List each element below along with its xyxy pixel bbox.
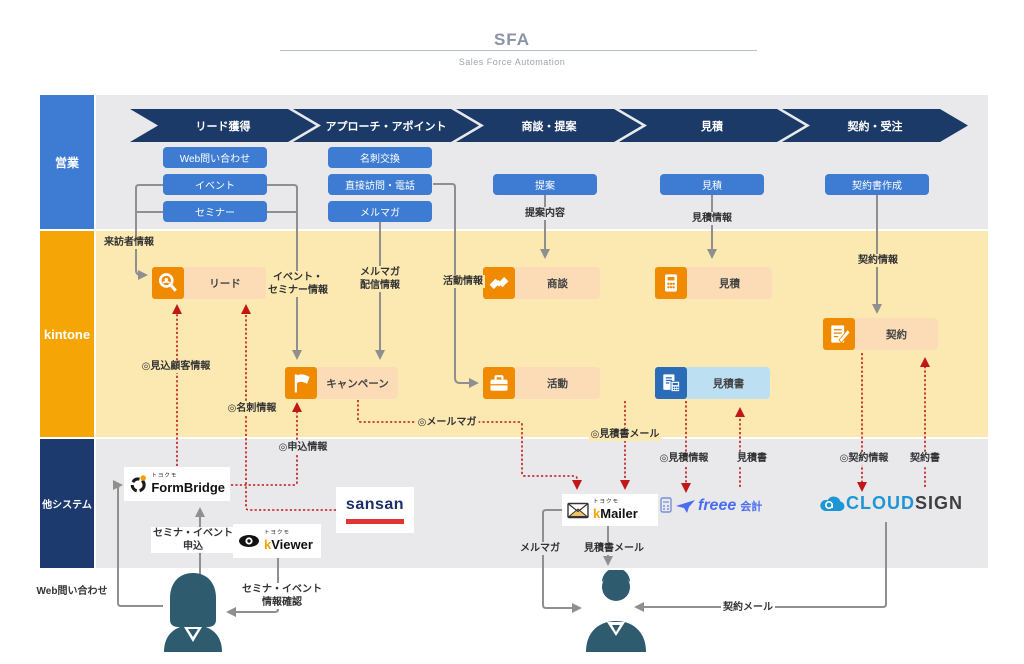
sales-box-estimate: 見積 [660,174,764,195]
sansan-logo: sansan [336,487,414,533]
flow-label-visitor-info: 来訪者情報 [102,236,156,249]
flow-label-estimate-doc-btm: 見積書 [735,452,769,465]
deal-handshake-icon [483,267,515,299]
app-activity: 活動 [483,367,600,399]
kviewer-brand-text: トヨクモ [264,530,291,537]
customer-man-figure [586,570,646,652]
phase-chevron-approach: アプローチ・アポイント [293,109,479,142]
flow-label-seminar-apply: セミナ・イベント申込 [151,527,235,553]
flow-label-web-inquiry: Web問い合わせ [34,585,110,598]
formbridge-logo: トヨクモ FormBridge [124,467,230,501]
freee-suffix-text: 会計 [740,501,763,513]
sales-box-web-inquiry: Web問い合わせ [163,147,267,168]
flow-label-card-info: ◎名刺情報 [225,402,279,415]
app-estimate-label: 見積 [687,267,772,299]
freee-logo: freee 会計 [660,497,762,515]
kmailer-logo: トヨクモ kMailer [562,494,658,526]
freee-calculator-icon [660,497,672,513]
app-campaign-label: キャンペーン [317,367,398,399]
flow-label-prospect-info: ◎見込顧客情報 [139,360,213,373]
formbridge-mark-icon [130,475,146,493]
lane-label-other: 他システム [40,439,94,568]
freee-name-text: freee [698,497,737,514]
kviewer-logo: トヨクモ kViewer [233,524,321,558]
flow-label-estimate-doc-mail: ◎見積書メール [588,428,662,441]
app-deal-label: 商談 [515,267,600,299]
campaign-flag-icon [285,367,317,399]
app-estimate-doc: 見積書 [655,367,770,399]
kviewer-name-text: kViewer [264,536,313,552]
estimate-doc-icon [655,367,687,399]
sansan-name-text: sansan [345,496,405,513]
title-underline [280,50,757,51]
flow-label-mailmag-delivery-info: メルマガ配信情報 [358,266,402,292]
lead-magnifier-icon [152,267,184,299]
phase-chevron-negotiation: 商談・提案 [456,109,642,142]
contract-document-pen-icon [823,318,855,350]
flow-label-apply-info: ◎申込情報 [276,441,330,454]
flow-label-seminar-check: セミナ・イベント情報確認 [240,583,324,609]
freee-plane-icon [676,500,695,513]
app-contract-label: 契約 [855,318,938,350]
app-estimate-doc-label: 見積書 [687,367,770,399]
flow-label-contract-info-top: 契約情報 [856,254,900,267]
formbridge-name-text: FormBridge [151,479,225,495]
kviewer-eye-icon [239,535,259,547]
sales-box-direct-visit: 直接訪問・電話 [328,174,432,195]
app-deal: 商談 [483,267,600,299]
sansan-red-bar [346,519,404,524]
app-contract: 契約 [823,318,938,350]
sales-box-mail-magazine: メルマガ [328,201,432,222]
sales-box-proposal: 提案 [493,174,597,195]
sales-box-contract-doc: 契約書作成 [825,174,929,195]
sales-box-seminar: セミナー [163,201,267,222]
flow-label-estimate-mail: 見積書メール [582,542,646,555]
sales-box-card-exchange: 名刺交換 [328,147,432,168]
kmailer-brand-text: トヨクモ [593,499,620,506]
activity-briefcase-icon [483,367,515,399]
flow-label-proposal-content: 提案内容 [523,207,567,220]
flow-label-estimate-info-btm: ◎見積情報 [657,452,711,465]
phase-chevron-lead: リード獲得 [130,109,316,142]
red-dotted-connectors [172,304,930,511]
flow-label-event-seminar-info: イベント・セミナー情報 [266,271,330,297]
flow-label-estimate-info-top: 見積情報 [690,212,734,225]
flow-label-merumaga: メルマガ [518,542,562,555]
sales-box-event: イベント [163,174,267,195]
app-campaign: キャンペーン [285,367,398,399]
app-estimate: 見積 [655,267,772,299]
phase-chevron-contract: 契約・受注 [782,109,968,142]
flow-label-contract-mail: 契約メール [721,601,775,614]
page-title: SFA [493,30,531,49]
lane-label-sales: 営業 [40,95,94,229]
formbridge-brand-text: トヨクモ [151,473,178,480]
lane-label-kintone: kintone [40,231,94,437]
customer-woman-figure [164,573,222,652]
phase-chevron-estimate: 見積 [619,109,805,142]
app-lead: リード [152,267,266,299]
flow-label-contract-doc-btm: 契約書 [908,452,942,465]
kmailer-envelope-icon [567,502,589,518]
flow-label-contract-info-btm: ◎契約情報 [837,452,891,465]
flow-label-activity-info: 活動情報 [441,275,485,288]
kmailer-name-text: kMailer [593,505,638,521]
app-activity-label: 活動 [515,367,600,399]
estimate-calculator-icon [655,267,687,299]
cloudsign-cloud-icon [820,496,845,512]
flow-label-mail-maga: ◎メールマガ [415,416,479,429]
cloudsign-sign-text: SIGN [915,492,964,513]
cloudsign-cloud-text: CLOUD [846,492,915,513]
page-subtitle: Sales Force Automation [458,57,566,67]
app-lead-label: リード [184,267,266,299]
